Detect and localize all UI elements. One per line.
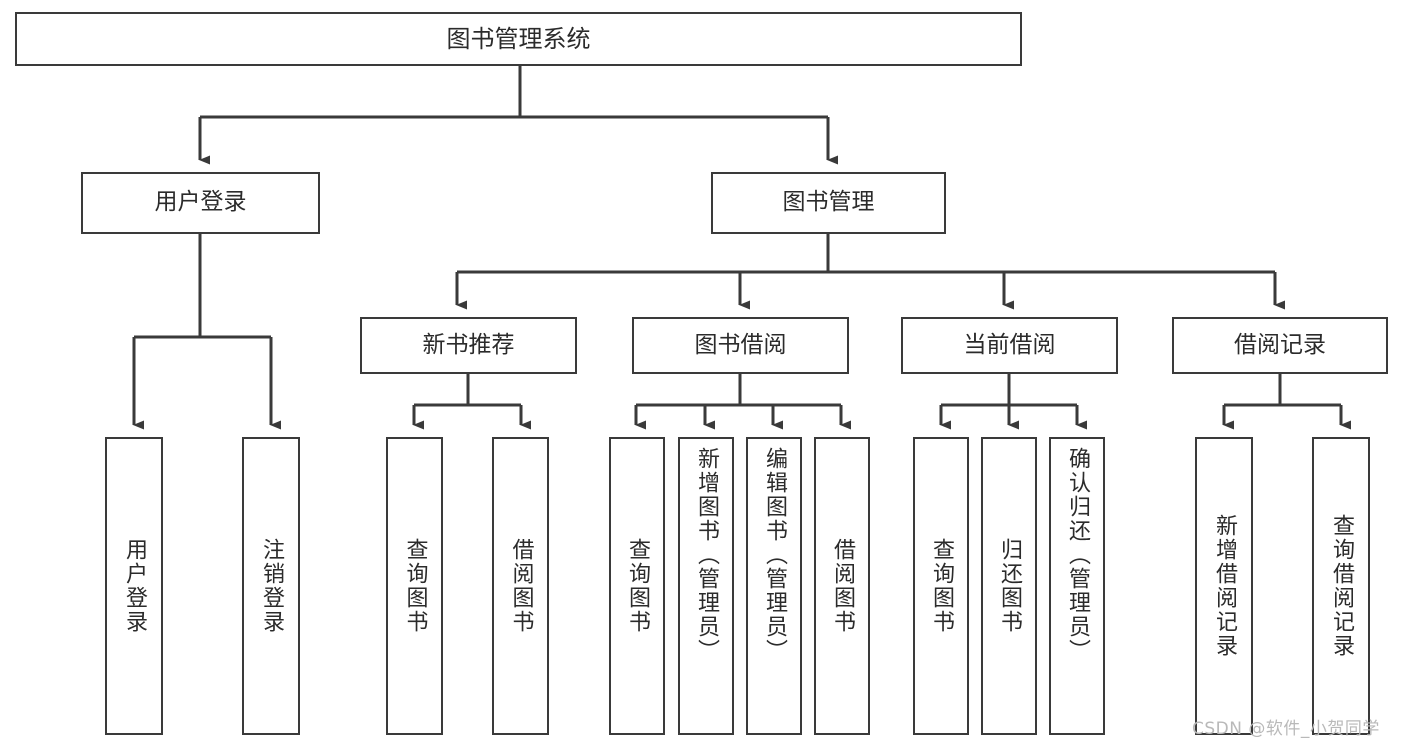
node-label: 查询图书 [402,538,428,634]
leaf-borrow-add-book-admin[interactable]: 新增图书（管理员） [678,437,734,735]
node-label: 查询图书 [625,538,650,634]
node-new-book-recommend[interactable]: 新书推荐 [360,317,577,374]
node-label: 图书管理系统 [446,24,591,53]
leaf-borrow-edit-book-admin[interactable]: 编辑图书（管理员） [746,437,802,735]
node-label: 新增借阅记录 [1212,514,1237,658]
leaf-new-book-query[interactable]: 查询图书 [386,437,443,735]
node-label: 新增图书（管理员） [694,447,719,663]
leaf-new-book-borrow[interactable]: 借阅图书 [492,437,549,735]
node-label: 注销登录 [259,538,284,634]
node-label: 借阅图书 [508,538,534,634]
leaf-user-login-logout[interactable]: 注销登录 [242,437,300,735]
node-label: 借阅图书 [830,538,855,634]
node-current-borrow[interactable]: 当前借阅 [901,317,1118,374]
node-label: 确认归还（管理员） [1065,447,1090,663]
leaf-borrow-query-book[interactable]: 查询图书 [609,437,665,735]
node-book-management[interactable]: 图书管理 [711,172,946,234]
node-label: 编辑图书（管理员） [762,447,787,663]
leaf-record-add-record[interactable]: 新增借阅记录 [1195,437,1253,735]
node-label: 查询图书 [929,538,954,634]
node-label: 图书借阅 [694,331,787,358]
node-label: 查询借阅记录 [1329,514,1354,658]
node-label: 新书推荐 [422,331,515,358]
node-label: 归还图书 [997,538,1022,634]
leaf-user-login-signin[interactable]: 用户登录 [105,437,163,735]
node-label: 借阅记录 [1234,331,1326,358]
node-label: 用户登录 [154,189,247,216]
node-borrow-record[interactable]: 借阅记录 [1172,317,1388,374]
node-label: 图书管理 [782,189,875,216]
leaf-current-return-book[interactable]: 归还图书 [981,437,1037,735]
node-label: 当前借阅 [963,331,1056,358]
leaf-borrow-borrow-book[interactable]: 借阅图书 [814,437,870,735]
leaf-current-confirm-return-admin[interactable]: 确认归还（管理员） [1049,437,1105,735]
node-label: 用户登录 [122,538,147,634]
node-root-system[interactable]: 图书管理系统 [15,12,1022,66]
node-book-borrow[interactable]: 图书借阅 [632,317,849,374]
leaf-current-query-book[interactable]: 查询图书 [913,437,969,735]
node-user-login[interactable]: 用户登录 [81,172,320,234]
leaf-record-query-record[interactable]: 查询借阅记录 [1312,437,1370,735]
